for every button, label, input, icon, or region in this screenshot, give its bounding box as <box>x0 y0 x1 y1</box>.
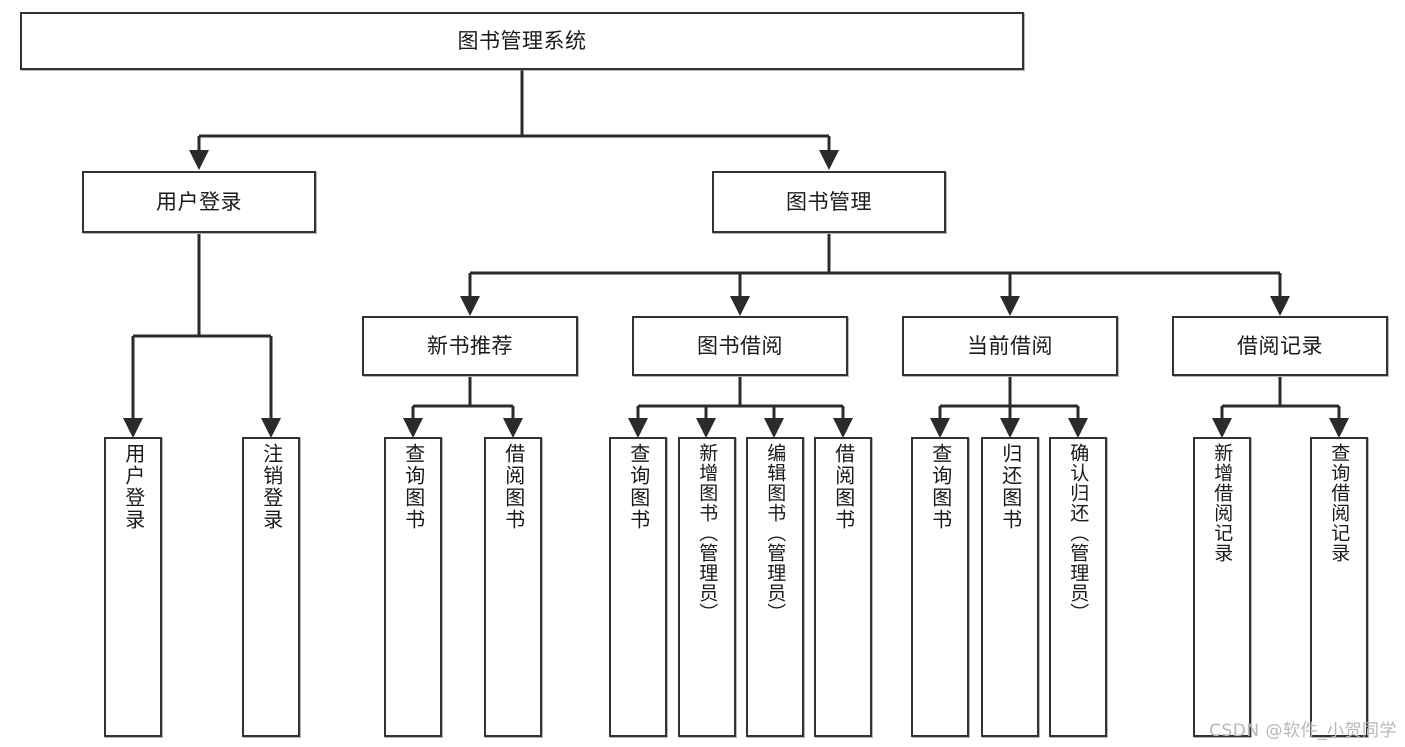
leaf-add-book[interactable]: 新增图书（管理员） <box>678 437 736 737</box>
node-current-borrow[interactable]: 当前借阅 <box>902 316 1118 376</box>
leaf-query-book-1[interactable]: 查询图书 <box>384 437 442 737</box>
node-book-manage[interactable]: 图书管理 <box>712 171 946 233</box>
leaf-user-login-label: 用户登录 <box>121 443 146 531</box>
node-root[interactable]: 图书管理系统 <box>20 12 1024 70</box>
leaf-edit-book[interactable]: 编辑图书（管理员） <box>746 437 804 737</box>
leaf-add-record-label: 新增借阅记录 <box>1211 443 1234 563</box>
node-book-manage-label: 图书管理 <box>786 189 872 214</box>
node-user-login-label: 用户登录 <box>156 189 242 214</box>
node-current-borrow-label: 当前借阅 <box>967 333 1053 358</box>
node-root-label: 图书管理系统 <box>457 28 587 53</box>
leaf-borrow-book-2-label: 借阅图书 <box>831 443 856 531</box>
leaf-add-book-label: 新增图书（管理员） <box>696 443 719 623</box>
leaf-query-record[interactable]: 查询借阅记录 <box>1310 437 1368 737</box>
leaf-query-book-3[interactable]: 查询图书 <box>911 437 969 737</box>
leaf-query-book-2[interactable]: 查询图书 <box>609 437 667 737</box>
leaf-add-record[interactable]: 新增借阅记录 <box>1193 437 1251 737</box>
node-book-borrow[interactable]: 图书借阅 <box>632 316 848 376</box>
leaf-query-book-2-label: 查询图书 <box>626 443 651 531</box>
leaf-borrow-book-2[interactable]: 借阅图书 <box>814 437 872 737</box>
leaf-logout[interactable]: 注销登录 <box>242 437 300 737</box>
leaf-return-book-label: 归还图书 <box>998 443 1023 531</box>
leaf-return-book[interactable]: 归还图书 <box>981 437 1039 737</box>
leaf-edit-book-label: 编辑图书（管理员） <box>764 443 787 623</box>
node-book-borrow-label: 图书借阅 <box>697 333 783 358</box>
leaf-borrow-book-1-label: 借阅图书 <box>501 443 526 531</box>
leaf-query-record-label: 查询借阅记录 <box>1328 443 1351 563</box>
node-new-book-rec[interactable]: 新书推荐 <box>362 316 578 376</box>
leaf-user-login[interactable]: 用户登录 <box>104 437 162 737</box>
leaf-query-book-1-label: 查询图书 <box>401 443 426 531</box>
node-borrow-record[interactable]: 借阅记录 <box>1172 316 1388 376</box>
leaf-borrow-book-1[interactable]: 借阅图书 <box>484 437 542 737</box>
leaf-confirm-return[interactable]: 确认归还（管理员） <box>1049 437 1107 737</box>
leaf-confirm-return-label: 确认归还（管理员） <box>1067 443 1090 623</box>
leaf-query-book-3-label: 查询图书 <box>928 443 953 531</box>
node-user-login[interactable]: 用户登录 <box>82 171 316 233</box>
node-new-book-rec-label: 新书推荐 <box>427 333 513 358</box>
node-borrow-record-label: 借阅记录 <box>1237 333 1323 358</box>
watermark: CSDN @软件_小贺同学 <box>1209 721 1397 741</box>
leaf-logout-label: 注销登录 <box>259 443 284 531</box>
